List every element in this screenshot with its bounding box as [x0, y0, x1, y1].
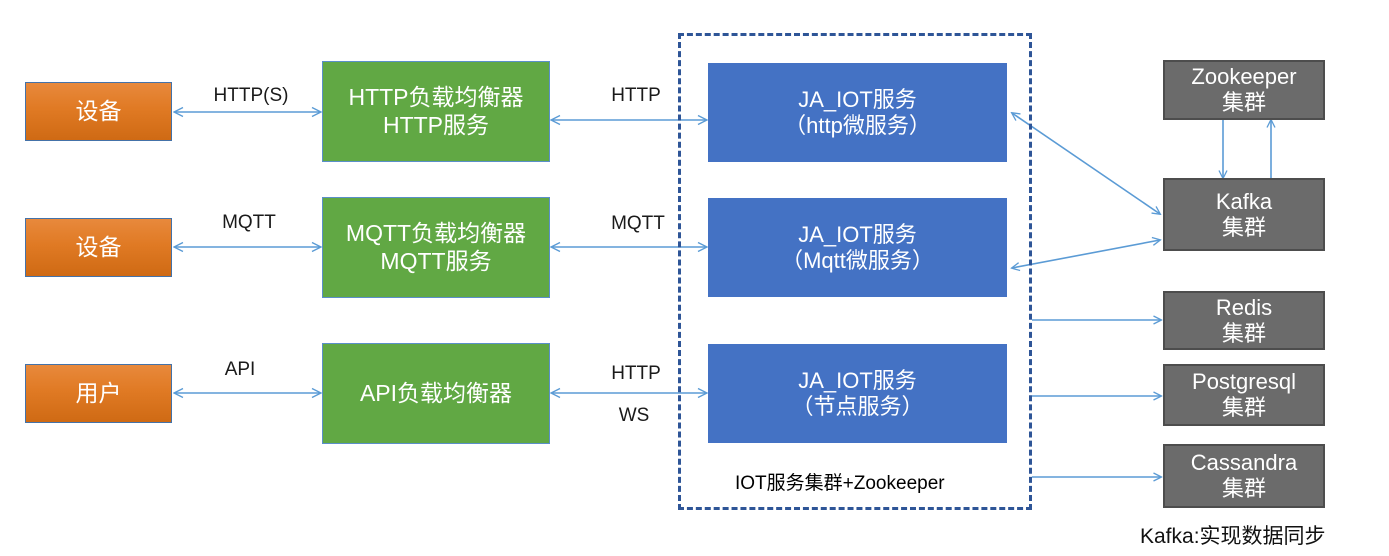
edge-label-client-http-lb: HTTP(S)	[213, 85, 289, 106]
service-label-line1: JA_IOT服务	[798, 367, 917, 393]
client-label: 设备	[75, 97, 122, 124]
wire-kafka-http-service	[1012, 113, 1160, 214]
service-label-line1: JA_IOT服务	[798, 221, 917, 247]
client-label: 设备	[75, 233, 122, 260]
load-balancer-label-line1: HTTP负载均衡器	[348, 84, 524, 111]
load-balancer-label-line2: MQTT服务	[380, 247, 492, 274]
service-label-line2: （Mqtt微服务）	[781, 247, 934, 273]
client-label: 用户	[75, 379, 122, 406]
service-label-line2: （节点服务）	[791, 393, 924, 419]
cluster-label-line1: Cassandra	[1190, 450, 1298, 476]
cluster-label-line2: 集群	[1221, 90, 1266, 115]
client-box-user-api[interactable]: 用户	[25, 364, 172, 423]
load-balancer-box-api[interactable]: API负载均衡器	[322, 343, 550, 444]
load-balancer-label-line1: API负载均衡器	[359, 379, 513, 406]
cluster-label-line1: Redis	[1215, 294, 1273, 320]
cluster-box-kafka[interactable]: Kafka 集群	[1163, 178, 1325, 251]
load-balancer-box-mqtt[interactable]: MQTT负载均衡器 MQTT服务	[322, 197, 550, 298]
edge-label-lb-service-api-ws: WS	[618, 405, 650, 426]
service-box-mqtt[interactable]: JA_IOT服务 （Mqtt微服务）	[708, 198, 1007, 297]
service-label-line1: JA_IOT服务	[798, 86, 917, 112]
cluster-label-line2: 集群	[1221, 320, 1266, 346]
cluster-label-line1: Postgresql	[1192, 369, 1296, 395]
load-balancer-label-line1: MQTT负载均衡器	[345, 220, 527, 247]
cluster-label-line2: 集群	[1221, 476, 1266, 501]
service-label-line2: （http微服务）	[784, 112, 931, 138]
cluster-label-line1: Kafka	[1215, 188, 1273, 214]
edge-label-lb-service-mqtt: MQTT	[611, 213, 665, 234]
edge-label-lb-service-http: HTTP	[611, 85, 661, 106]
cluster-label-line1: Zookeeper	[1191, 64, 1297, 90]
cluster-box-zookeeper[interactable]: Zookeeper 集群	[1163, 60, 1325, 120]
edge-label-client-mqtt-lb: MQTT	[222, 212, 276, 233]
cluster-box-postgresql[interactable]: Postgresql 集群	[1163, 364, 1325, 426]
service-box-http[interactable]: JA_IOT服务 （http微服务）	[708, 63, 1007, 162]
client-box-device-mqtt[interactable]: 设备	[25, 218, 172, 277]
iot-service-group-boundary	[678, 33, 1032, 510]
cluster-label-line2: 集群	[1221, 395, 1266, 420]
edge-label-lb-service-api-http: HTTP	[611, 363, 661, 384]
service-box-node[interactable]: JA_IOT服务 （节点服务）	[708, 344, 1007, 443]
edge-label-client-api-lb: API	[224, 359, 256, 380]
wire-kafka-mqtt-service	[1012, 240, 1160, 268]
load-balancer-box-http[interactable]: HTTP负载均衡器 HTTP服务	[322, 61, 550, 162]
diagram-footnote: Kafka:实现数据同步	[1140, 525, 1326, 548]
load-balancer-label-line2: HTTP服务	[382, 111, 490, 138]
cluster-label-line2: 集群	[1221, 214, 1266, 240]
iot-service-group-caption: IOT服务集群+Zookeeper	[735, 473, 945, 494]
client-box-device-http[interactable]: 设备	[25, 82, 172, 141]
cluster-box-cassandra[interactable]: Cassandra 集群	[1163, 444, 1325, 508]
cluster-box-redis[interactable]: Redis 集群	[1163, 291, 1325, 350]
